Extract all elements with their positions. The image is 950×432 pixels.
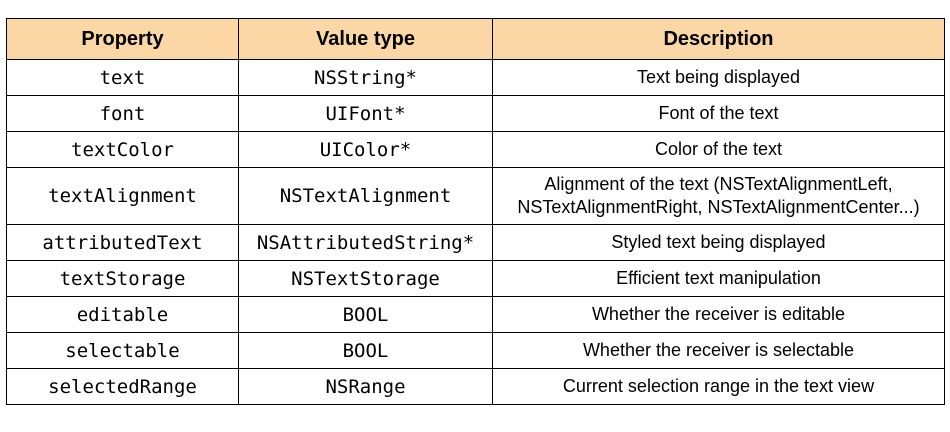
table-row: textColor UIColor* Color of the text [6, 131, 945, 168]
description-cell: Styled text being displayed [492, 224, 945, 261]
property-cell: font [6, 95, 239, 132]
header-description: Description [492, 18, 945, 60]
value-type-cell: BOOL [238, 332, 493, 369]
property-cell: text [6, 59, 239, 96]
description-cell: Whether the receiver is editable [492, 296, 945, 333]
value-type-cell: NSTextAlignment [238, 167, 493, 225]
table-row: font UIFont* Font of the text [6, 95, 945, 132]
table-header-row: Property Value type Description [6, 18, 945, 60]
description-cell: Alignment of the text (NSTextAlignmentLe… [492, 167, 945, 225]
description-cell: Font of the text [492, 95, 945, 132]
value-type-cell: NSAttributedString* [238, 224, 493, 261]
properties-table: Property Value type Description text NSS… [6, 18, 945, 405]
description-cell: Current selection range in the text view [492, 368, 945, 405]
value-type-cell: UIColor* [238, 131, 493, 168]
property-cell: editable [6, 296, 239, 333]
value-type-cell: NSString* [238, 59, 493, 96]
value-type-cell: UIFont* [238, 95, 493, 132]
property-cell: attributedText [6, 224, 239, 261]
description-cell: Color of the text [492, 131, 945, 168]
table-row: textStorage NSTextStorage Efficient text… [6, 260, 945, 297]
property-cell: textAlignment [6, 167, 239, 225]
table-row: text NSString* Text being displayed [6, 59, 945, 96]
header-property: Property [6, 18, 239, 60]
table-row: attributedText NSAttributedString* Style… [6, 224, 945, 261]
table-row: editable BOOL Whether the receiver is ed… [6, 296, 945, 333]
description-cell: Text being displayed [492, 59, 945, 96]
description-cell: Efficient text manipulation [492, 260, 945, 297]
property-cell: textStorage [6, 260, 239, 297]
value-type-cell: NSTextStorage [238, 260, 493, 297]
value-type-cell: NSRange [238, 368, 493, 405]
property-cell: textColor [6, 131, 239, 168]
table-row: selectedRange NSRange Current selection … [6, 368, 945, 405]
table-row: textAlignment NSTextAlignment Alignment … [6, 167, 945, 225]
property-cell: selectedRange [6, 368, 239, 405]
property-cell: selectable [6, 332, 239, 369]
description-cell: Whether the receiver is selectable [492, 332, 945, 369]
table-row: selectable BOOL Whether the receiver is … [6, 332, 945, 369]
value-type-cell: BOOL [238, 296, 493, 333]
header-value-type: Value type [238, 18, 493, 60]
